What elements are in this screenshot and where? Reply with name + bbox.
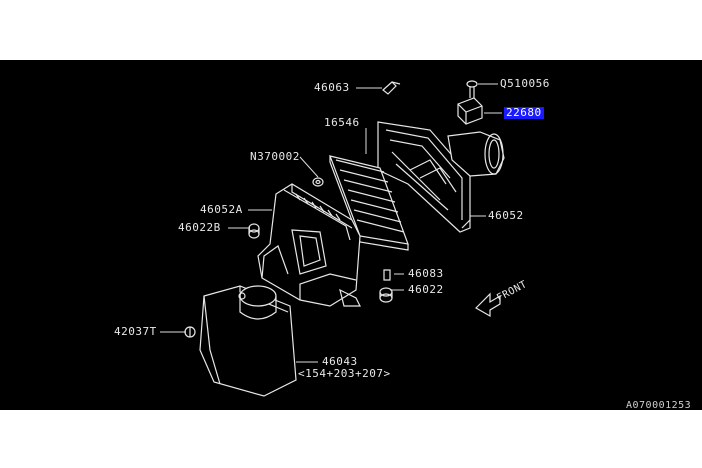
callout-Q510056: Q510056: [500, 77, 550, 90]
callout-46043: 46043: [322, 355, 358, 368]
parts-illustration: [160, 80, 505, 397]
reference-code: A070001253: [626, 400, 692, 411]
callout-46052A: 46052A: [200, 203, 243, 216]
clip-46063: [382, 81, 401, 95]
grommet-46022: [379, 287, 393, 303]
callout-22680-highlighted[interactable]: 22680: [504, 106, 544, 119]
callout-N370002: N370002: [250, 150, 300, 163]
callout-42037T: 42037T: [114, 325, 157, 338]
front-arrow-icon: [475, 292, 501, 318]
callout-46043-note: <154+203+207>: [298, 367, 391, 380]
plug-42037T: [184, 326, 196, 338]
lower-case-46052A: [257, 183, 361, 307]
leader-lines: [160, 83, 502, 363]
callout-46063: 46063: [314, 81, 350, 94]
callout-16546: 16546: [324, 116, 360, 129]
resonator-46043: [199, 285, 297, 397]
callout-46083: 46083: [408, 267, 444, 280]
sensor-22680: [457, 97, 483, 125]
clip-46083: [383, 269, 391, 281]
grommet-46022B: [248, 223, 260, 239]
grommet-N370002: [312, 177, 324, 187]
parts-diagram: 46063 Q510056 22680 16546 N370002 46052A…: [0, 60, 702, 411]
upper-case-46052: [377, 121, 505, 233]
callout-46022B: 46022B: [178, 221, 221, 234]
callout-46022: 46022: [408, 283, 444, 296]
bolt-Q510056: [466, 80, 478, 98]
callout-46052: 46052: [488, 209, 524, 222]
